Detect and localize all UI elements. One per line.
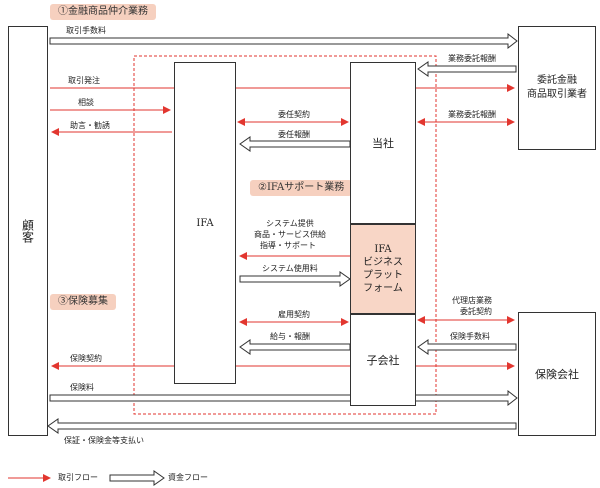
badge-insurance: ③保険募集 xyxy=(50,294,116,310)
money-arrow-delegation-fee xyxy=(239,136,351,152)
label-insurance-contract: 保険契約 xyxy=(70,354,102,363)
subsidiary-box: 子会社 xyxy=(350,314,416,406)
label-delegation-contract: 委任契約 xyxy=(278,110,310,119)
legend-transaction-label: 取引フロー xyxy=(58,473,98,482)
label-order: 取引発注 xyxy=(68,76,100,85)
money-arrow-business-fee xyxy=(417,61,517,77)
label-system-2: 商品・サービス供給 xyxy=(254,230,326,239)
company-box: 当社 xyxy=(350,62,416,224)
label-salary: 給与・報酬 xyxy=(270,332,310,341)
platform-label-4: フォーム xyxy=(363,283,403,294)
label-premium: 保険料 xyxy=(70,383,94,392)
platform-label-2: ビジネス xyxy=(363,257,403,268)
money-arrow-system-usage-fee xyxy=(239,271,351,287)
ifa-box: IFA xyxy=(174,62,236,384)
label-system-1: システム提供 xyxy=(266,219,314,228)
label-insurance-fee: 保険手数料 xyxy=(450,332,490,341)
badge-ifa-support: ②IFAサポート業務 xyxy=(250,180,353,196)
label-employment: 雇用契約 xyxy=(278,310,310,319)
money-arrow-insurance-fee xyxy=(417,339,517,355)
label-agency-1: 代理店業務 xyxy=(452,296,492,305)
broker-label-1: 委託金融 xyxy=(537,75,577,86)
insurer-box: 保険会社 xyxy=(518,312,596,436)
label-agency-2: 委託契約 xyxy=(460,307,492,316)
label-business-fee-2: 業務委託報酬 xyxy=(448,110,496,119)
money-arrow-payout xyxy=(47,418,517,434)
label-system-3: 指導・サポート xyxy=(260,241,316,250)
legend-money-label: 資金フロー xyxy=(168,473,208,482)
ifa-support-boundary xyxy=(133,55,437,415)
platform-label-3: プラット xyxy=(363,270,403,281)
customer-box: 顧客 xyxy=(8,26,48,436)
platform-box: IFA ビジネス プラット フォーム xyxy=(350,224,416,314)
label-consult: 相談 xyxy=(78,98,94,107)
label-system-usage-fee: システム使用料 xyxy=(262,264,318,273)
platform-label-1: IFA xyxy=(374,244,392,255)
badge-brokerage: ①金融商品仲介業務 xyxy=(50,4,156,20)
label-commission-fee: 取引手数料 xyxy=(66,26,106,35)
money-arrow-premium xyxy=(49,389,518,407)
company-label: 当社 xyxy=(372,137,394,150)
label-payout: 保証・保険金等支払い xyxy=(64,436,144,445)
label-delegation-fee: 委任報酬 xyxy=(278,130,310,139)
broker-label-2: 商品取引業者 xyxy=(527,89,587,100)
label-advice: 助言・勧誘 xyxy=(70,121,110,130)
label-business-fee: 業務委託報酬 xyxy=(448,54,496,63)
money-arrow-commission-fee xyxy=(49,32,518,50)
legend-money-arrow xyxy=(109,470,165,486)
money-arrow-salary xyxy=(239,339,351,355)
ifa-label: IFA xyxy=(196,217,214,229)
customer-label: 顧客 xyxy=(20,219,35,243)
insurer-label: 保険会社 xyxy=(535,368,579,381)
subsidiary-label: 子会社 xyxy=(366,354,400,367)
broker-box: 委託金融 商品取引業者 xyxy=(518,26,596,150)
